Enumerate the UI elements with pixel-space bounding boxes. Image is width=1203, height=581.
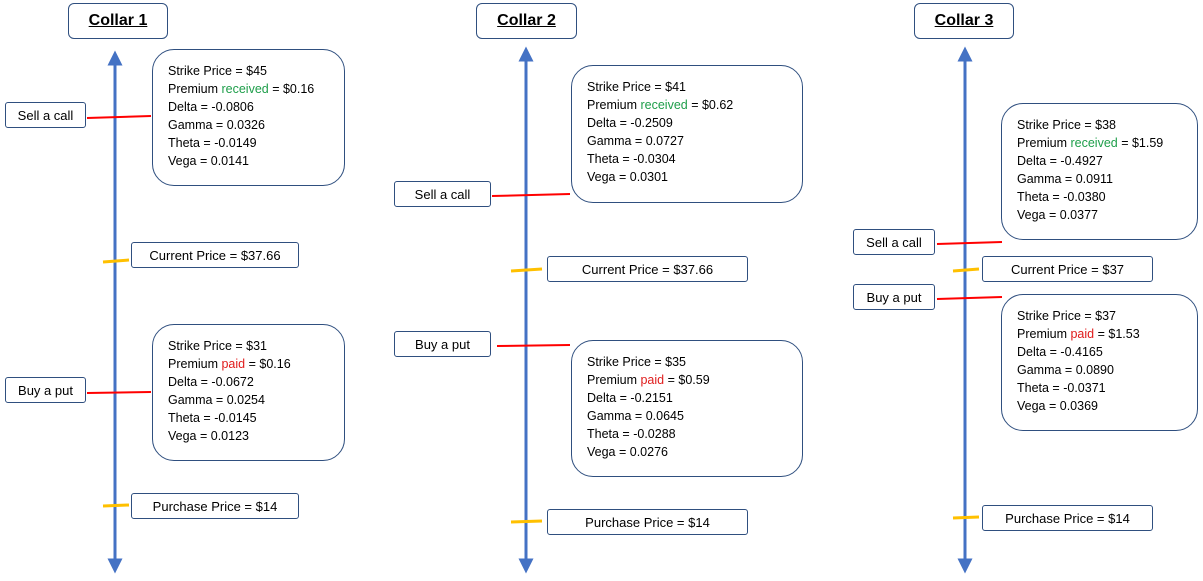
collar-2-current-tick <box>510 267 543 273</box>
collar-2-purchase-price: Purchase Price = $14 <box>547 509 748 535</box>
call-premium: Premium received = $1.59 <box>1017 136 1164 150</box>
put-vega: Vega = 0.0123 <box>168 429 249 443</box>
collar-1-call-connector <box>86 115 152 119</box>
collar-2-call-details: Strike Price = $41 Premium received = $0… <box>571 65 803 203</box>
collar-1-sell-call-label: Sell a call <box>5 102 86 128</box>
collar-2-purchase-tick <box>510 519 543 524</box>
put-strike: Strike Price = $37 <box>1017 309 1117 323</box>
call-theta: Theta = -0.0380 <box>1017 190 1106 204</box>
put-delta: Delta = -0.2151 <box>587 391 673 405</box>
call-theta: Theta = -0.0149 <box>168 136 257 150</box>
collar-3-buy-put-label: Buy a put <box>853 284 935 310</box>
call-premium: Premium received = $0.16 <box>168 82 315 96</box>
put-theta: Theta = -0.0145 <box>168 411 257 425</box>
put-premium: Premium paid = $0.16 <box>168 357 291 371</box>
collar-2-buy-put-label: Buy a put <box>394 331 491 357</box>
collar-3-current-tick <box>952 267 980 273</box>
put-vega: Vega = 0.0276 <box>587 445 668 459</box>
collar-3-put-connector <box>936 296 1003 300</box>
put-strike: Strike Price = $35 <box>587 355 687 369</box>
put-gamma: Gamma = 0.0645 <box>587 409 684 423</box>
collar-3-purchase-price: Purchase Price = $14 <box>982 505 1153 531</box>
collar-3-call-connector <box>936 241 1003 245</box>
put-gamma: Gamma = 0.0890 <box>1017 363 1114 377</box>
collar-1-buy-put-label: Buy a put <box>5 377 86 403</box>
call-strike: Strike Price = $38 <box>1017 118 1117 132</box>
put-vega: Vega = 0.0369 <box>1017 399 1098 413</box>
call-delta: Delta = -0.4927 <box>1017 154 1103 168</box>
put-gamma: Gamma = 0.0254 <box>168 393 265 407</box>
collar-2-current-price: Current Price = $37.66 <box>547 256 748 282</box>
call-vega: Vega = 0.0141 <box>168 154 249 168</box>
collar-2-put-connector <box>496 344 571 347</box>
put-theta: Theta = -0.0371 <box>1017 381 1106 395</box>
put-theta: Theta = -0.0288 <box>587 427 676 441</box>
call-vega: Vega = 0.0377 <box>1017 208 1098 222</box>
collar-3-put-details: Strike Price = $37 Premium paid = $1.53 … <box>1001 294 1198 431</box>
collar-2-put-details: Strike Price = $35 Premium paid = $0.59 … <box>571 340 803 477</box>
call-vega: Vega = 0.0301 <box>587 170 668 184</box>
collar-3-purchase-tick <box>952 515 980 520</box>
collar-1-current-price: Current Price = $37.66 <box>131 242 299 268</box>
collar-1-put-details: Strike Price = $31 Premium paid = $0.16 … <box>152 324 345 461</box>
call-premium: Premium received = $0.62 <box>587 98 734 112</box>
collar-3-title: Collar 3 <box>914 3 1014 39</box>
collar-3-current-price: Current Price = $37 <box>982 256 1153 282</box>
collar-1-call-details: Strike Price = $45 Premium received = $0… <box>152 49 345 186</box>
call-strike: Strike Price = $41 <box>587 80 687 94</box>
call-gamma: Gamma = 0.0911 <box>1017 172 1114 186</box>
call-theta: Theta = -0.0304 <box>587 152 676 166</box>
collar-1-current-tick <box>102 258 130 264</box>
collar-3-sell-call-label: Sell a call <box>853 229 935 255</box>
collar-1-put-connector <box>86 391 152 394</box>
collar-1-purchase-tick <box>102 503 130 508</box>
collar-1-purchase-price: Purchase Price = $14 <box>131 493 299 519</box>
call-gamma: Gamma = 0.0727 <box>587 134 684 148</box>
put-premium: Premium paid = $0.59 <box>587 373 710 387</box>
call-strike: Strike Price = $45 <box>168 64 268 78</box>
put-premium: Premium paid = $1.53 <box>1017 327 1140 341</box>
call-delta: Delta = -0.2509 <box>587 116 673 130</box>
put-delta: Delta = -0.0672 <box>168 375 254 389</box>
collar-2-call-connector <box>491 193 571 197</box>
put-strike: Strike Price = $31 <box>168 339 268 353</box>
collar-2-title: Collar 2 <box>476 3 577 39</box>
collar-1-title: Collar 1 <box>68 3 168 39</box>
call-gamma: Gamma = 0.0326 <box>168 118 265 132</box>
call-delta: Delta = -0.0806 <box>168 100 254 114</box>
collar-2-sell-call-label: Sell a call <box>394 181 491 207</box>
collar-3-call-details: Strike Price = $38 Premium received = $1… <box>1001 103 1198 240</box>
put-delta: Delta = -0.4165 <box>1017 345 1103 359</box>
